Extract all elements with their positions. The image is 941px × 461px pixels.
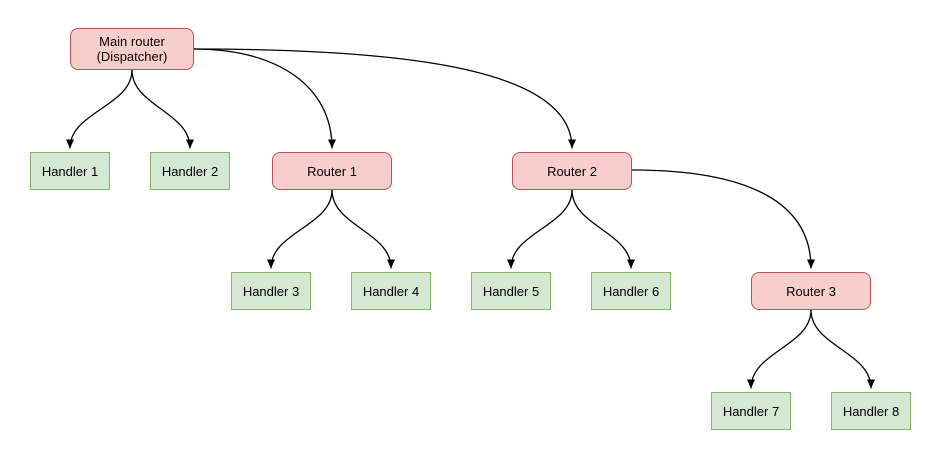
node-label-router-2: Router 2 xyxy=(547,163,597,179)
node-handler-4[interactable]: Handler 4 xyxy=(351,272,431,310)
node-label-handler-6: Handler 6 xyxy=(602,283,660,299)
edge-router-2-to-handler-6 xyxy=(571,189,635,269)
edge-main-to-handler-2 xyxy=(131,69,194,149)
node-handler-8[interactable]: Handler 8 xyxy=(831,392,911,430)
node-handler-3[interactable]: Handler 3 xyxy=(231,272,311,310)
node-main-router[interactable]: Main router (Dispatcher) xyxy=(70,28,194,70)
edge-main-to-router-2 xyxy=(193,48,576,149)
node-handler-5[interactable]: Handler 5 xyxy=(471,272,551,310)
edge-router-2-to-handler-5 xyxy=(507,189,573,269)
node-label-handler-4: Handler 4 xyxy=(362,283,420,299)
node-label-router-1: Router 1 xyxy=(307,163,357,179)
edge-router-3-to-handler-8 xyxy=(810,309,875,389)
node-label-handler-3: Handler 3 xyxy=(242,283,300,299)
node-label-main-router: Main router (Dispatcher) xyxy=(96,34,168,64)
node-handler-2[interactable]: Handler 2 xyxy=(150,152,230,190)
node-router-2[interactable]: Router 2 xyxy=(512,152,632,190)
node-label-handler-7: Handler 7 xyxy=(722,403,780,419)
edge-main-to-handler-1 xyxy=(66,69,133,149)
node-handler-6[interactable]: Handler 6 xyxy=(591,272,671,310)
edge-router-3-to-handler-7 xyxy=(747,309,812,389)
node-label-handler-2: Handler 2 xyxy=(161,163,219,179)
node-handler-7[interactable]: Handler 7 xyxy=(711,392,791,430)
node-label-handler-5: Handler 5 xyxy=(482,283,540,299)
edges-group xyxy=(66,48,875,389)
node-label-handler-8: Handler 8 xyxy=(842,403,900,419)
edge-router-2-to-router-3 xyxy=(631,169,815,269)
node-router-3[interactable]: Router 3 xyxy=(751,272,871,310)
node-router-1[interactable]: Router 1 xyxy=(272,152,392,190)
node-handler-1[interactable]: Handler 1 xyxy=(30,152,110,190)
node-label-handler-1: Handler 1 xyxy=(41,163,99,179)
edge-router-1-to-handler-3 xyxy=(267,189,333,269)
node-label-router-3: Router 3 xyxy=(786,283,836,299)
edge-main-to-router-1 xyxy=(193,48,336,149)
edge-router-1-to-handler-4 xyxy=(331,189,395,269)
